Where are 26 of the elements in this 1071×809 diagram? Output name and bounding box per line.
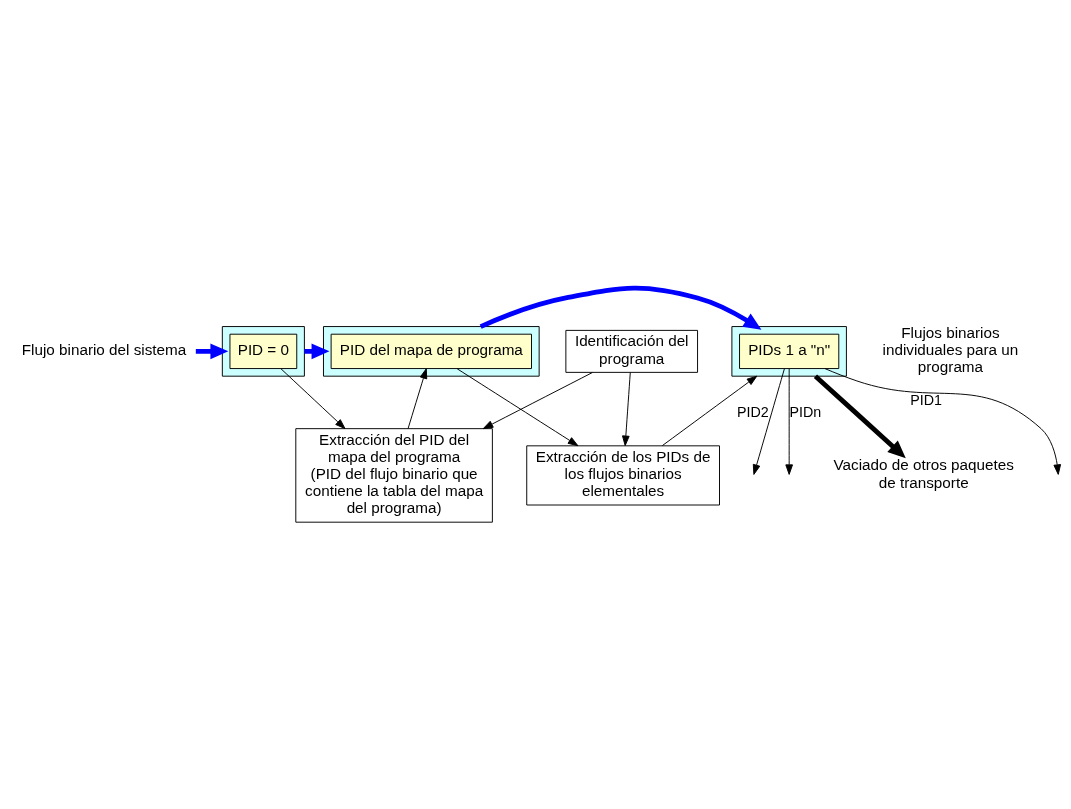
- edge-label: PID2: [737, 403, 769, 420]
- arrow: [407, 367, 428, 429]
- edge-label: PID1: [910, 391, 943, 408]
- arrow: [456, 367, 579, 446]
- arrow: [813, 373, 906, 458]
- arrow: [752, 367, 785, 475]
- arrow: [482, 371, 593, 429]
- arrow: [661, 375, 758, 446]
- arrow: [785, 367, 793, 475]
- node-text: Vaciado de otros paquetes de transporte: [833, 455, 1014, 491]
- arrow: [280, 367, 346, 429]
- edge-label: PIDn: [789, 403, 822, 420]
- arrow: [622, 371, 631, 446]
- arrow: [195, 343, 229, 359]
- node-text: Flujo binario del sistema: [21, 340, 187, 358]
- node-box: Identificación del programa: [565, 329, 699, 373]
- node-box: PID del mapa de programa: [330, 333, 532, 369]
- node-box: Extracción del PID del mapa del programa (PID del flujo binario que contiene la tabla del mapa del programa): [295, 427, 493, 523]
- arrow: [824, 367, 1062, 475]
- cluster: [221, 325, 305, 377]
- cluster: [731, 325, 847, 377]
- node-box: PIDs 1 a "n": [739, 333, 840, 369]
- node-box: PID = 0: [229, 333, 298, 369]
- arrow: [479, 285, 762, 330]
- label: Flujos binarios individuales para un programa: [882, 323, 1019, 375]
- node-box: Extracción de los PIDs de los flujos binarios elementales: [526, 444, 720, 505]
